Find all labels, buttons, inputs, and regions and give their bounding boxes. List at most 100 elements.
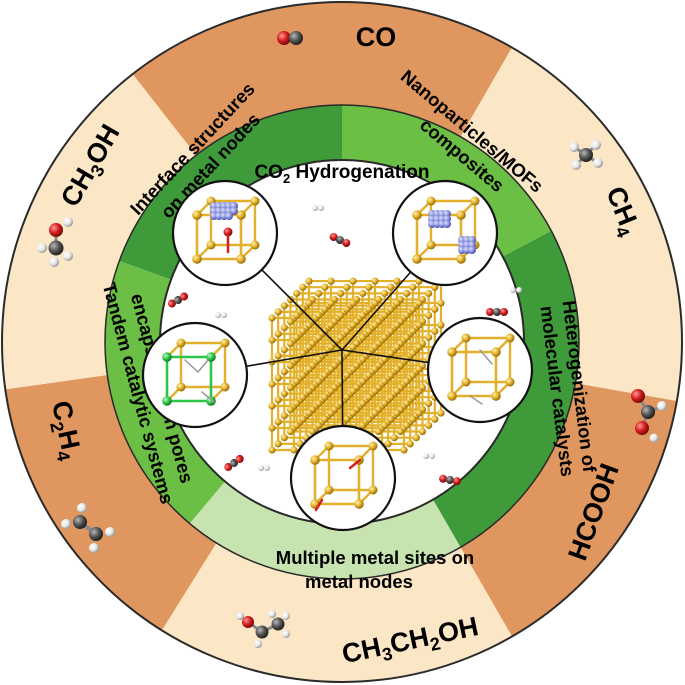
molecular-catalyst-bond [469, 395, 483, 405]
framework-node [343, 283, 351, 291]
nanoparticle-atom [468, 246, 476, 254]
oxygen-atom [167, 299, 176, 308]
product-ring-sector [5, 374, 217, 631]
hydrogen-atom [215, 312, 221, 318]
framework-node [403, 289, 411, 297]
hydrogen-atom [264, 465, 270, 471]
framework-node [371, 387, 379, 395]
framework-node [337, 355, 345, 363]
carbon-atom [73, 515, 87, 529]
carbon-atom [579, 148, 593, 162]
framework-node [418, 427, 427, 436]
framework-node [374, 427, 383, 436]
framework-node [415, 321, 423, 329]
carbon-atom [446, 476, 454, 484]
framework-node [415, 387, 423, 395]
nanoparticle-atom [443, 220, 451, 228]
framework-node [425, 421, 433, 429]
co2-molecule-icon [329, 233, 351, 247]
framework-node [327, 277, 335, 285]
hydrogen-atom [318, 205, 324, 211]
framework-node [381, 377, 389, 385]
framework-node [293, 399, 301, 407]
framework-node [387, 393, 395, 401]
framework-node [299, 349, 307, 357]
carbon-atom [255, 625, 269, 639]
product-ring-sector [1, 74, 197, 390]
strategy-label-multiple: Multiple metal sites on metal nodes [276, 547, 474, 592]
framework-node [387, 283, 395, 291]
oxygen-atom [224, 463, 233, 472]
hydrogen-atom [37, 243, 47, 253]
cell-node [491, 391, 501, 401]
svg-text:metal nodes: metal nodes [305, 571, 413, 592]
cell-node [176, 338, 186, 348]
framework-node [381, 333, 389, 341]
framework-node [393, 343, 401, 351]
framework-node [365, 415, 373, 423]
framework-node [393, 277, 401, 285]
hydrogen-atom [105, 527, 115, 537]
framework-node [387, 415, 395, 423]
cell-node [250, 240, 260, 250]
framework-node [315, 399, 323, 407]
carbon-atom [493, 308, 501, 316]
framework-node [403, 399, 411, 407]
cell-node [206, 240, 216, 250]
framework-node [293, 333, 301, 341]
framework-node [371, 343, 379, 351]
zoom-circle-nanoparticles [391, 179, 499, 287]
metal-cluster-atom [230, 207, 238, 215]
framework-node [280, 390, 288, 398]
hydrogen-atom [268, 610, 276, 618]
ethylene-molecule-icon [61, 503, 115, 553]
framework-node [337, 289, 345, 297]
framework-node [343, 327, 351, 335]
framework-node [365, 305, 373, 313]
framework-node [431, 305, 439, 313]
methanol-molecule-icon [37, 217, 73, 267]
framework-node [305, 277, 313, 285]
framework-node [359, 399, 367, 407]
framework-node [425, 399, 433, 407]
oxygen-atom [242, 616, 254, 628]
strategy-ring-sector [189, 481, 461, 579]
framework-node [359, 289, 367, 297]
cell-node [192, 210, 202, 220]
framework-node [268, 424, 276, 432]
oxygen-atom [180, 292, 189, 301]
framework-node [349, 299, 357, 307]
zoom-circle-heterogenization [426, 316, 534, 424]
framework-node [409, 305, 417, 313]
oxygen-atom [235, 454, 244, 463]
hydrogen-atom [61, 519, 71, 529]
hydrogen-atom [236, 612, 244, 620]
metal-cluster-atom [225, 212, 233, 220]
illustration-layer [37, 31, 667, 648]
framework-node [387, 349, 395, 357]
framework-node [412, 434, 420, 442]
hydrogen-atom [510, 287, 516, 293]
framework-node [365, 327, 373, 335]
hydrogen-atom [49, 257, 59, 267]
framework-node [268, 380, 276, 388]
framework-node [327, 299, 335, 307]
framework-node [305, 343, 313, 351]
framework-node [280, 412, 288, 420]
hydrogen-atom [282, 612, 290, 620]
framework-node [274, 396, 282, 404]
cell-node [368, 485, 378, 495]
carbon-atom [641, 405, 655, 419]
molecular-catalyst-bond [184, 359, 199, 373]
cell-node [192, 254, 202, 264]
cell-node [250, 196, 260, 206]
center-title: CO2 Hydrogenation [254, 162, 429, 186]
cell-node [368, 441, 378, 451]
framework-node [327, 409, 335, 417]
framework-node [381, 311, 389, 319]
co2-molecule-icon [486, 308, 508, 316]
framework-node [268, 446, 276, 454]
hydrogen-atom [258, 465, 264, 471]
